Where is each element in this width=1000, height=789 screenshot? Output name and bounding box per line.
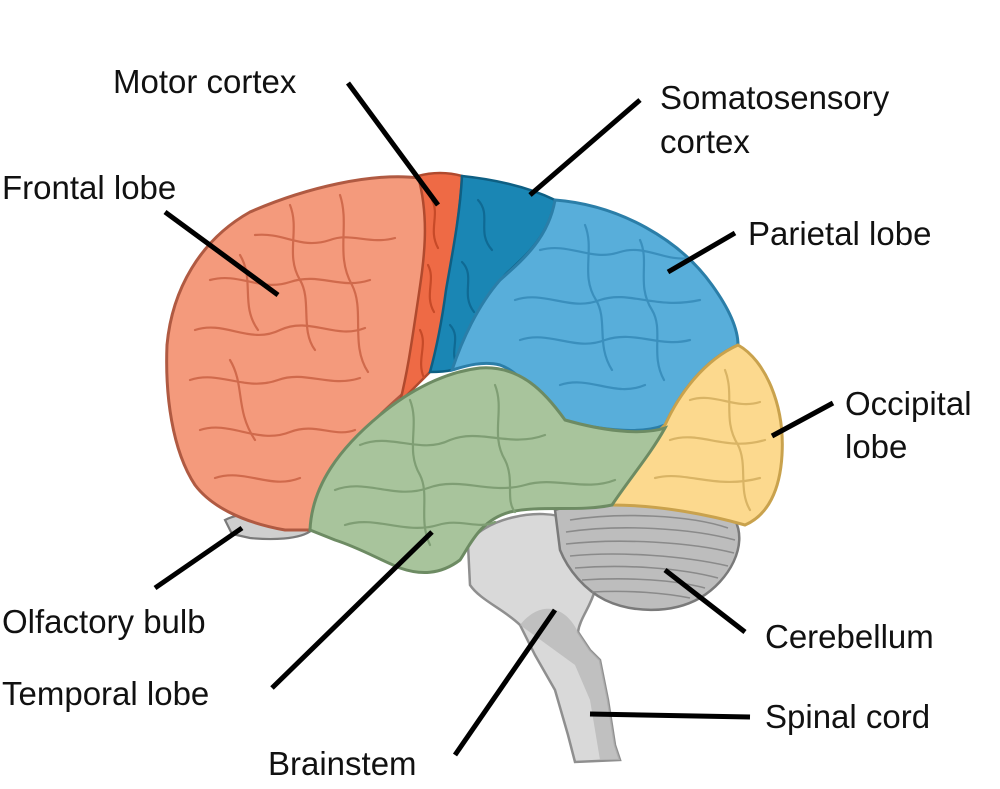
labels: Motor cortex Somatosensory cortex Fronta… [2,63,972,782]
occipital-lobe-label-line2: lobe [845,428,907,465]
olfactory-bulb-leader [153,525,244,591]
parietal-lobe-label: Parietal lobe [748,215,931,252]
occipital-lobe-leader [770,400,835,439]
spinal-cord-label: Spinal cord [765,698,930,735]
motor-cortex-folds [418,198,440,380]
temporal-lobe-region [308,366,669,574]
temporal-lobe-label: Temporal lobe [2,675,209,712]
parietal-lobe-leader [666,230,737,275]
somatosensory-cortex-leader [528,98,642,197]
leader-lines [153,81,835,757]
temporal-lobe-folds [333,383,617,547]
cerebellum-folia [565,514,736,599]
frontal-lobe-leader [163,209,280,298]
motor-cortex-label: Motor cortex [113,63,297,100]
somatosensory-cortex-label-line2: cortex [660,123,750,160]
brainstem-label: Brainstem [268,745,417,782]
spinal-cord-leader [589,711,751,720]
somatosensory-cortex-label-line1: Somatosensory [660,79,890,116]
occipital-lobe-folds [653,368,767,512]
cerebellum-leader [663,568,747,634]
cerebellum-label: Cerebellum [765,618,934,655]
temporal-lobe-leader [270,530,434,690]
parietal-lobe-folds [513,223,702,391]
olfactory-bulb-label: Olfactory bulb [2,603,206,640]
occipital-lobe-label-line1: Occipital [845,385,972,422]
brainstem-leader [452,608,558,757]
frontal-lobe-folds [188,193,397,483]
frontal-lobe-label: Frontal lobe [2,169,176,206]
brainstem-shading [520,608,620,760]
motor-cortex-leader [345,81,441,207]
